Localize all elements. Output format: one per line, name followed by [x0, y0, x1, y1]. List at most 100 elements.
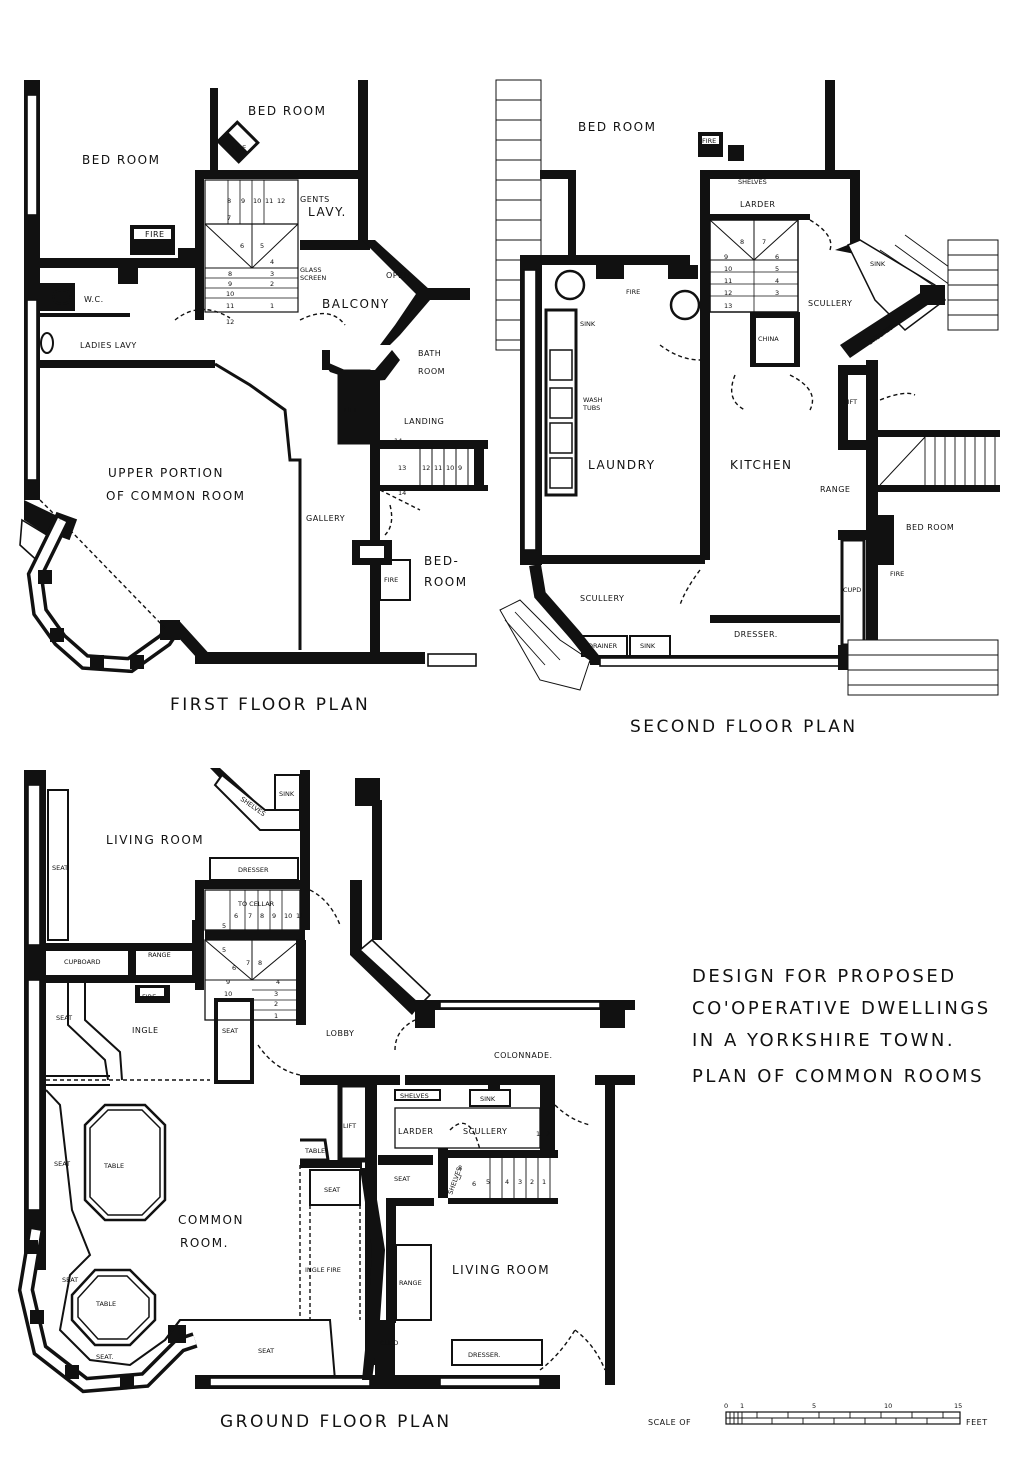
ff-bed-room-top: BED ROOM — [248, 104, 326, 118]
ff-bed-room-br-2: ROOM — [424, 575, 468, 589]
ff-landing-num: 9 — [458, 464, 462, 472]
sf-bed-room-right: BED ROOM — [906, 523, 954, 532]
caption-line-3: IN A YORKSHIRE TOWN. — [692, 1030, 955, 1051]
sf-fire-top: FIRE — [702, 137, 716, 145]
ground-floor-plan — [17, 768, 635, 1394]
scale-tick: 1 — [740, 1402, 744, 1410]
ff-bath-1: BATH — [418, 349, 441, 358]
gf-sink-mid: SINK — [480, 1095, 496, 1103]
gf-stair-num: 1 — [274, 1012, 278, 1020]
gf-stair-num: 1 — [536, 1130, 540, 1138]
gf-stair-num: 4 — [505, 1178, 509, 1186]
ff-stair-num: 1 — [270, 302, 274, 310]
ff-landing-num: 11 — [434, 464, 442, 472]
sf-lift: LIFT — [844, 398, 857, 406]
sf-stair-num: 4 — [775, 277, 779, 285]
ff-stair-num: 3 — [270, 270, 274, 278]
sf-fire-right: FIRE — [890, 570, 904, 578]
ff-landing-num: 13 — [398, 464, 406, 472]
gf-stair-num: 1 — [542, 1178, 546, 1186]
ff-landing: LANDING — [404, 417, 444, 426]
ff-gents-2: LAVY. — [308, 205, 347, 219]
sf-stair-num: 8 — [740, 238, 744, 246]
ff-stair-num: 9 — [228, 280, 232, 288]
ff-ladies-lavy: LADIES LAVY — [80, 341, 137, 350]
scale-tick: 5 — [812, 1402, 816, 1410]
gf-cupd: CUPD — [380, 1339, 398, 1347]
gf-stair-num: 5 — [222, 922, 226, 930]
ff-gallery: GALLERY — [306, 514, 345, 523]
gf-living-room-mid: LIVING ROOM — [452, 1263, 550, 1277]
gf-stair-num: 4 — [276, 978, 280, 986]
ff-stair-num: 9 — [241, 197, 245, 205]
ff-upper-portion-1: UPPER PORTION — [108, 466, 224, 480]
second-floor-labels: BED ROOM FIRE SHELVES LARDER SINK SCULLE… — [578, 120, 954, 737]
sf-sink-bottom: SINK — [640, 642, 656, 650]
ff-lift: LIFT — [344, 406, 357, 414]
gf-stair-num: 9 — [272, 912, 276, 920]
scale-tick: 15 — [954, 1402, 962, 1410]
gf-ingle-fire: INGLE FIRE — [305, 1266, 341, 1274]
sf-sink-right: SINK — [870, 260, 886, 268]
sf-stair-num: 9 — [724, 253, 728, 261]
gf-stair-num: 10 — [224, 990, 232, 998]
ff-stair-num: 8 — [227, 197, 231, 205]
gf-shelves-mid: SHELVES — [400, 1092, 429, 1100]
gf-stair-num: 7 — [248, 912, 252, 920]
ff-landing-numbers: 14 13 12 11 10 9 14 — [394, 437, 462, 497]
gf-range-mid: RANGE — [399, 1279, 422, 1287]
gf-stair-num: 2 — [274, 1000, 278, 1008]
sf-stair-numbers: 9 8 7 6 10 5 11 4 12 3 13 — [724, 238, 779, 310]
gf-stair-num: 6 — [234, 912, 238, 920]
sf-dresser: DRESSER. — [734, 630, 778, 639]
ff-stair-num: 10 — [226, 290, 234, 298]
gf-common-room-2: ROOM. — [180, 1236, 229, 1250]
sf-stair-num: 5 — [775, 265, 779, 273]
gf-stair-num: 2 — [546, 1130, 550, 1138]
ff-landing-num: 12 — [422, 464, 430, 472]
ground-floor-title: GROUND FLOOR PLAN — [220, 1412, 452, 1432]
second-floor-title: SECOND FLOOR PLAN — [630, 717, 858, 737]
sf-stair-num: 6 — [775, 253, 779, 261]
caption-line-4: PLAN OF COMMON ROOMS — [692, 1066, 984, 1087]
ff-open: OPEN — [386, 271, 410, 280]
sf-stair-num: 7 — [762, 238, 766, 246]
ff-bed-room-left: BED ROOM — [82, 153, 160, 167]
scale-unit: FEET — [966, 1418, 988, 1427]
gf-stair-numbers-top: 5 6 7 8 9 10 11 — [222, 912, 304, 930]
sf-china: CHINA — [758, 335, 779, 343]
sf-wash-1: WASH — [583, 396, 603, 404]
gf-stair-numbers-mid: 6 7 8 5 9 4 10 3 2 1 — [222, 946, 280, 1020]
gf-stair-num: 8 — [260, 912, 264, 920]
gf-seat-ingle-fire: SEAT — [324, 1186, 340, 1194]
gf-to-cellar: TO CELLAR — [237, 900, 275, 908]
caption-line-2: CO'OPERATIVE DWELLINGS — [692, 998, 991, 1019]
ground-floor-labels: LIVING ROOM SHELVES SINK DRESSER TO CELL… — [52, 790, 552, 1432]
gf-stair-numbers-right: 1 2 8 7 6 5 4 3 2 1 — [458, 1130, 550, 1188]
gf-stair-num: 10 — [284, 912, 292, 920]
gf-lobby: LOBBY — [326, 1029, 354, 1038]
ff-balcony: BALCONY — [322, 297, 390, 311]
gf-table-oct: TABLE — [103, 1162, 124, 1170]
gf-stair-num: 6 — [232, 964, 236, 972]
gf-scullery: SCULLERY — [463, 1127, 507, 1136]
sf-scullery-bottom: SCULLERY — [580, 594, 624, 603]
ff-fire-left: FIRE — [145, 230, 165, 239]
first-floor-plan — [19, 80, 488, 674]
first-floor-labels: BED ROOM BED ROOM FIRE FIRE GENTS LAVY. … — [80, 104, 468, 715]
ff-bath-2: ROOM — [418, 367, 445, 376]
sf-stair-num: 13 — [724, 302, 732, 310]
gf-stair-num: 8 — [458, 1164, 462, 1172]
gf-ingle: INGLE — [132, 1026, 159, 1035]
ff-stair-numbers: 8 9 10 11 12 7 6 5 4 8 3 9 2 10 1 11 12 — [226, 197, 285, 326]
gf-lift: LIFT — [343, 1122, 356, 1130]
ff-fire-top: FIRE — [232, 144, 246, 152]
gf-stair-num: 2 — [530, 1178, 534, 1186]
ff-wc: W.C. — [84, 295, 104, 304]
gf-stair-num: 8 — [258, 959, 262, 967]
gf-dresser-bottom: DRESSER. — [468, 1351, 500, 1359]
sf-fire-mid: FIRE — [626, 288, 640, 296]
sf-bed-room-top: BED ROOM — [578, 120, 656, 134]
ff-stair-num: 5 — [260, 242, 264, 250]
